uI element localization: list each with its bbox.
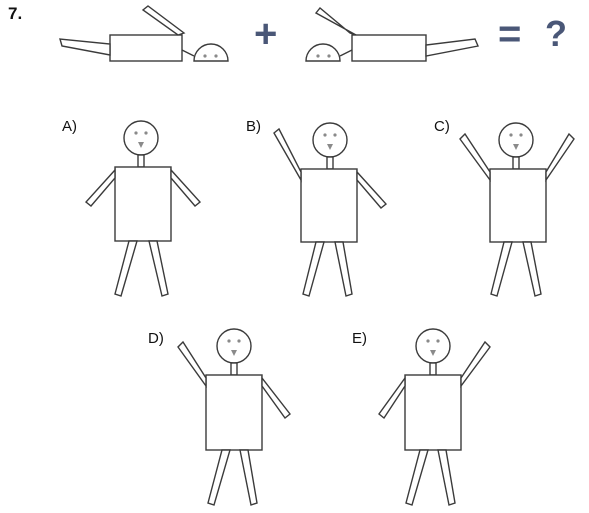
figure-e-head (416, 329, 450, 363)
figure-e-neck (430, 363, 436, 375)
figure-b-left-arm (274, 129, 301, 180)
figure-e-torso (405, 375, 461, 450)
figure-d-head (217, 329, 251, 363)
figure-d-left-leg (208, 450, 230, 505)
figure-e-right-arm (461, 342, 490, 386)
figure-b-torso (301, 169, 357, 242)
figure-a-neck (138, 155, 144, 167)
figure-c-eye-right (519, 133, 522, 136)
figure-d-right-arm (262, 378, 290, 418)
piece-left-eye-2 (214, 54, 217, 57)
figure-c-left-arm (460, 134, 490, 180)
figure-option-e[interactable] (379, 329, 490, 505)
piece-right-lying-figure (306, 8, 478, 61)
figure-a-eye-left (134, 131, 137, 134)
figure-c-right-leg (523, 242, 541, 296)
figure-a-torso (115, 167, 171, 241)
figure-a-head (124, 121, 158, 155)
figure-option-a[interactable] (86, 121, 200, 296)
figure-e-eye-left (426, 339, 429, 342)
figure-b-right-leg (335, 242, 352, 296)
piece-left-leg (60, 39, 110, 55)
figure-c-torso (490, 169, 546, 242)
figure-d-left-arm (178, 342, 206, 386)
piece-left-body (110, 35, 182, 61)
figure-c-right-arm (546, 134, 574, 180)
figure-e-right-leg (438, 450, 455, 505)
figure-b-left-leg (303, 242, 324, 296)
figure-d-eye-left (227, 339, 230, 342)
piece-right-eye (316, 54, 319, 57)
figure-a-eye-right (144, 131, 147, 134)
figure-b-right-arm (357, 172, 386, 208)
figure-b-head (313, 123, 347, 157)
figure-c-eye-left (509, 133, 512, 136)
figure-d-eye-right (237, 339, 240, 342)
figure-option-d[interactable] (178, 329, 290, 505)
piece-left-half-head (194, 44, 228, 61)
figure-a-left-arm (86, 170, 115, 206)
piece-left-eye (203, 54, 206, 57)
figure-option-b[interactable] (274, 123, 386, 296)
figure-b-eye-left (323, 133, 326, 136)
figure-b-neck (327, 157, 333, 169)
figure-c-left-leg (491, 242, 512, 296)
piece-left-upper-limb (143, 6, 184, 35)
piece-left-neck (182, 50, 194, 56)
figure-a-right-arm (171, 170, 200, 206)
piece-right-body (352, 35, 426, 61)
figure-d-right-leg (240, 450, 257, 505)
piece-right-eye-2 (327, 54, 330, 57)
figure-a-right-leg (149, 241, 168, 296)
figure-a-left-leg (115, 241, 137, 296)
figure-e-left-arm (379, 378, 405, 418)
piece-right-neck (340, 50, 352, 56)
figure-e-eye-right (436, 339, 439, 342)
piece-left-lying-figure (60, 6, 228, 61)
piece-right-half-head (306, 44, 340, 61)
figure-option-c[interactable] (460, 123, 574, 296)
figure-c-neck (513, 157, 519, 169)
figure-b-eye-right (333, 133, 336, 136)
figure-d-neck (231, 363, 237, 375)
figure-e-left-leg (406, 450, 428, 505)
figure-c-head (499, 123, 533, 157)
piece-right-leg (426, 39, 478, 56)
figure-d-torso (206, 375, 262, 450)
piece-right-upper-limb (316, 8, 356, 35)
